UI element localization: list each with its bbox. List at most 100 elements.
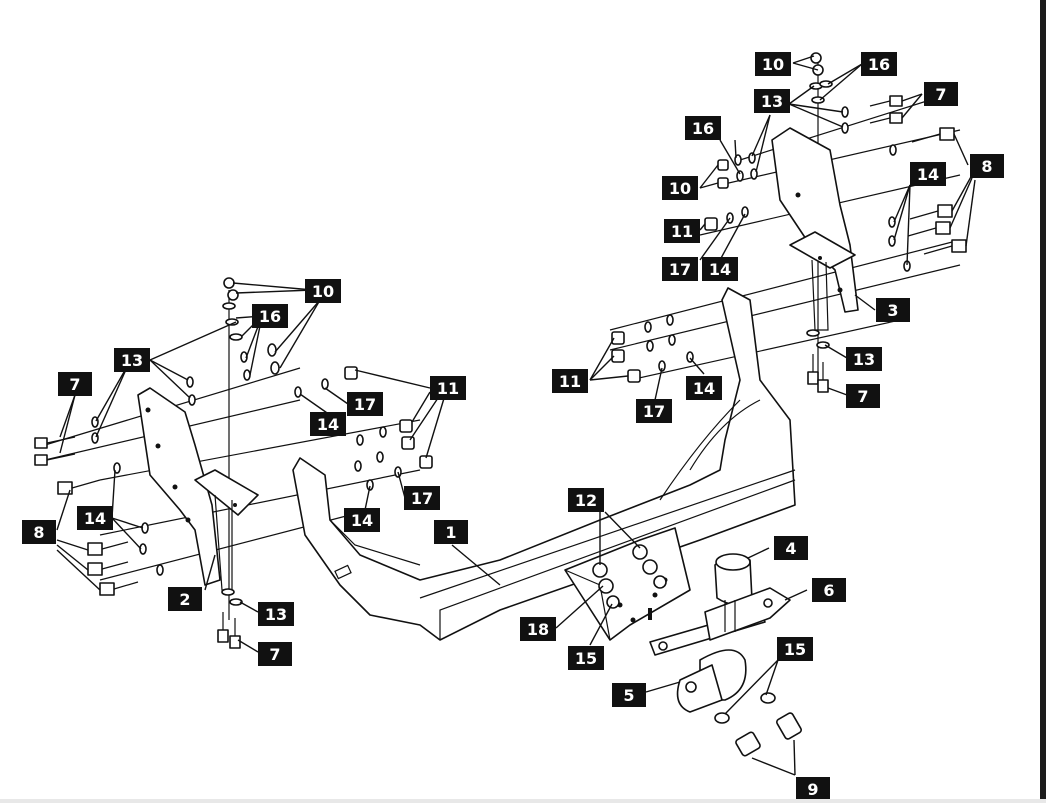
svg-text:5: 5 <box>623 686 634 705</box>
callout-16: 16 <box>685 116 721 140</box>
svg-text:8: 8 <box>33 523 44 542</box>
callout-16: 16 <box>861 52 897 76</box>
callout-3: 3 <box>876 298 910 322</box>
alignment-lines <box>44 60 961 620</box>
callout-15: 15 <box>568 646 604 670</box>
svg-text:11: 11 <box>559 372 581 391</box>
svg-text:8: 8 <box>981 157 992 176</box>
bolt <box>923 239 967 255</box>
svg-text:17: 17 <box>354 395 376 414</box>
callout-11: 11 <box>664 219 700 243</box>
svg-text:14: 14 <box>693 379 715 398</box>
callout-14: 14 <box>702 257 738 281</box>
callout-17: 17 <box>347 392 383 416</box>
bolt <box>34 436 76 449</box>
svg-text:14: 14 <box>351 511 373 530</box>
svg-text:10: 10 <box>762 55 784 74</box>
callout-13: 13 <box>114 348 150 372</box>
right-bracket <box>771 127 859 331</box>
window-edge <box>1040 0 1046 803</box>
callout-labels: 1 2 3 4 5 6 7 7 7 7 8 8 9 10 10 10 11 11… <box>22 52 1004 801</box>
left-bracket <box>137 387 259 591</box>
callout-5: 5 <box>612 683 646 707</box>
callout-14: 14 <box>344 508 380 532</box>
callout-11: 11 <box>430 376 466 400</box>
svg-text:11: 11 <box>437 379 459 398</box>
bolt <box>869 95 903 107</box>
bolt <box>735 731 761 757</box>
svg-text:16: 16 <box>259 307 281 326</box>
callout-13: 13 <box>754 89 790 113</box>
bolt <box>909 204 953 220</box>
svg-text:18: 18 <box>527 620 549 639</box>
svg-text:13: 13 <box>853 350 875 369</box>
nuts-and-washers <box>91 52 911 724</box>
callout-14: 14 <box>77 506 113 530</box>
svg-text:6: 6 <box>823 581 834 600</box>
svg-text:17: 17 <box>669 260 691 279</box>
bolt <box>87 541 129 556</box>
svg-text:3: 3 <box>887 301 898 320</box>
svg-text:16: 16 <box>692 119 714 138</box>
svg-text:7: 7 <box>269 645 280 664</box>
bolt <box>817 362 829 393</box>
callout-7: 7 <box>846 384 880 408</box>
svg-text:17: 17 <box>411 489 433 508</box>
callout-8: 8 <box>22 520 56 544</box>
bolt <box>907 221 951 237</box>
callout-7: 7 <box>258 642 292 666</box>
callout-17: 17 <box>404 486 440 510</box>
bolts <box>34 95 967 757</box>
svg-text:7: 7 <box>857 387 868 406</box>
callout-2: 2 <box>168 587 202 611</box>
svg-text:14: 14 <box>84 509 106 528</box>
bolt <box>57 479 101 495</box>
bolt <box>776 712 802 740</box>
callout-9: 9 <box>796 777 830 801</box>
svg-text:14: 14 <box>317 415 339 434</box>
bolt <box>807 354 819 385</box>
svg-text:7: 7 <box>69 375 80 394</box>
bolt <box>87 561 129 576</box>
bolt <box>229 618 241 649</box>
svg-text:13: 13 <box>121 351 143 370</box>
svg-text:2: 2 <box>179 590 190 609</box>
callout-14: 14 <box>910 162 946 186</box>
callout-10: 10 <box>755 52 791 76</box>
svg-text:1: 1 <box>445 523 456 542</box>
svg-text:10: 10 <box>669 179 691 198</box>
callout-11: 11 <box>552 369 588 393</box>
callout-8: 8 <box>970 154 1004 178</box>
svg-text:15: 15 <box>575 649 597 668</box>
svg-text:4: 4 <box>785 539 796 558</box>
bolt <box>217 612 229 643</box>
callout-7: 7 <box>924 82 958 106</box>
svg-text:7: 7 <box>935 85 946 104</box>
callout-6: 6 <box>812 578 846 602</box>
svg-text:12: 12 <box>575 491 597 510</box>
svg-text:14: 14 <box>709 260 731 279</box>
callout-18: 18 <box>520 617 556 641</box>
svg-text:13: 13 <box>265 605 287 624</box>
callout-16: 16 <box>252 304 288 328</box>
callout-15: 15 <box>777 637 813 661</box>
svg-text:15: 15 <box>784 640 806 659</box>
callout-17: 17 <box>662 257 698 281</box>
callout-14: 14 <box>686 376 722 400</box>
callout-13: 13 <box>258 602 294 626</box>
svg-text:9: 9 <box>807 780 818 799</box>
bolt <box>34 453 76 466</box>
callout-17: 17 <box>636 399 672 423</box>
svg-text:10: 10 <box>312 282 334 301</box>
callout-10: 10 <box>305 279 341 303</box>
svg-text:16: 16 <box>868 55 890 74</box>
svg-text:13: 13 <box>761 92 783 111</box>
callout-14: 14 <box>310 412 346 436</box>
bolt <box>911 127 955 143</box>
callout-10: 10 <box>662 176 698 200</box>
tow-bar-beam <box>292 287 796 641</box>
callout-7: 7 <box>58 372 92 396</box>
svg-text:14: 14 <box>917 165 939 184</box>
